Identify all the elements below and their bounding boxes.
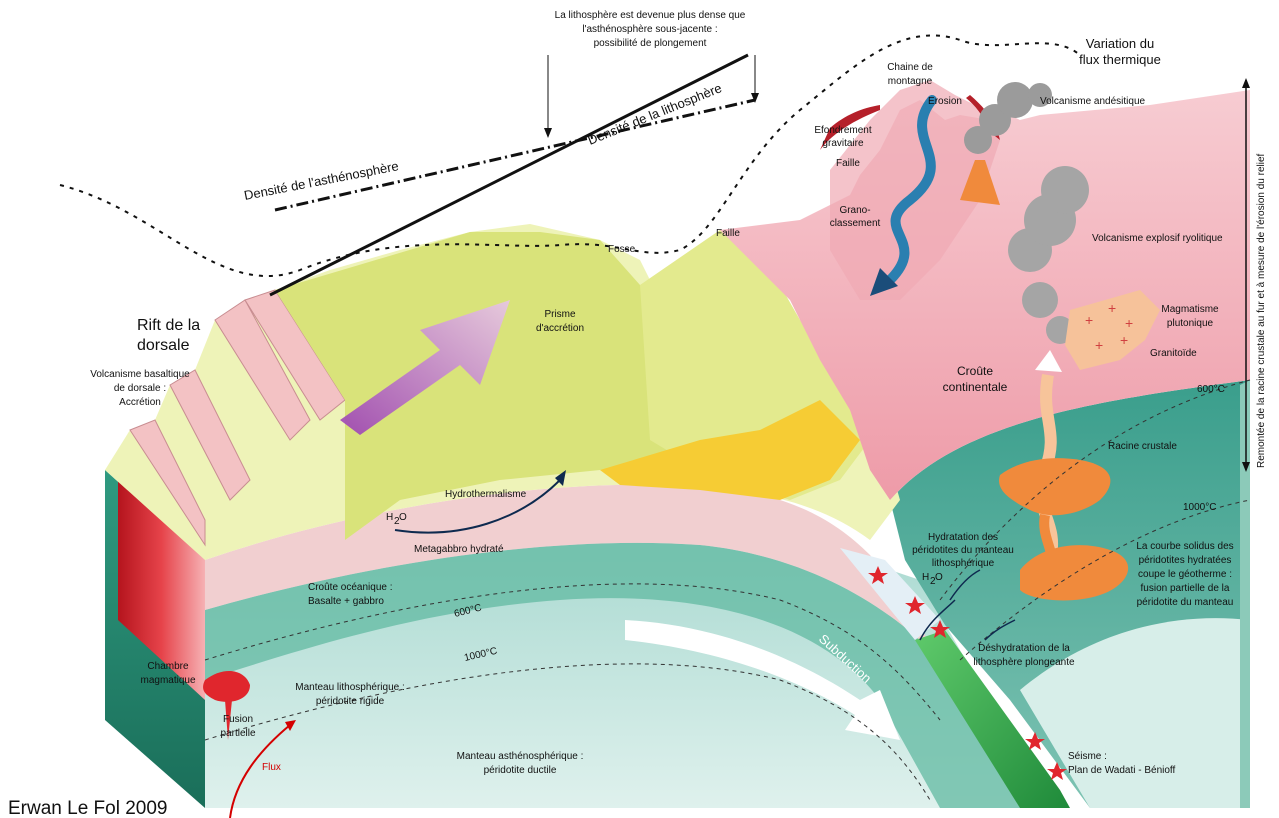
h2o-right-o: O [935,572,943,583]
thermal-flux-line2: flux thermique [1079,52,1161,67]
grain-sorting-line2: classement [830,218,881,229]
erosion-label: Erosion [928,96,962,107]
plutonic-magmatism-line1: Magmatisme [1161,304,1219,315]
rift-line1: Rift de la [137,317,200,334]
thermal-flux-line1: Variation du [1086,36,1154,51]
temp-600-right: 600°C [1197,384,1225,395]
h2o-left-h: H [386,512,393,523]
svg-text:+: + [1085,312,1093,328]
temp-1000-right: 1000°C [1183,502,1216,513]
magma-chamber-line2: magmatique [140,675,195,686]
solidus-line1: La courbe solidus des [1136,541,1233,552]
accretion-prism-line1: Prisme [544,309,576,320]
basaltic-volcanism-line2: de dorsale : [114,383,166,394]
svg-text:+: + [1125,315,1133,331]
basaltic-volcanism-line1: Volcanisme basaltique [90,369,190,380]
seismic-line2: Plan de Wadati - Bénioff [1068,765,1176,776]
granitoid-label: Granitoïde [1150,348,1197,359]
oceanic-crust-line2: Basalte + gabbro [308,596,384,607]
credit-label: Erwan Le Fol 2009 [8,798,168,818]
hydration-line1: Hydratation des [928,532,998,543]
density-lithosphere-label: Densité de la lithosphère [586,80,724,148]
hydration-line2: péridotites du manteau [912,545,1014,556]
metagabbro-label: Metagabbro hydraté [414,544,504,555]
oceanic-crust-line1: Croûte océanique : [308,582,393,593]
continental-crust-line2: continentale [943,380,1008,394]
accretion-prism-line2: d'accrétion [536,323,584,334]
svg-text:+: + [1120,332,1128,348]
hydration-line3: lithosphérique [932,558,995,569]
hydrothermalism-label: Hydrothermalisme [445,489,527,500]
lithosphere-dense-line1: La lithosphère est devenue plus dense qu… [555,10,746,21]
lithospheric-mantle-line1: Manteau lithosphérique : [295,682,405,693]
asthenosphere-density-line [275,100,755,210]
rift-line2: dorsale [137,337,190,354]
asthenospheric-mantle-line2: péridotite ductile [484,765,557,776]
plutonic-magmatism-line2: plutonique [1167,318,1214,329]
trench-label: Fosse [608,244,636,255]
flux-label: Flux [262,762,281,773]
mountain-chain-line2: montagne [888,76,933,87]
lithosphere-dense-line2: l'asthénosphère sous-jacente : [582,24,717,35]
gravitational-collapse-line2: gravitaire [822,138,864,149]
lithosphere-dense-line3: possibilité de plongement [594,38,707,49]
crustal-root-rise-arrow-top [1242,78,1250,88]
h2o-right-h: H [922,572,929,583]
seismic-line1: Séisme : [1068,751,1107,762]
solidus-line5: péridotite du manteau [1137,597,1234,608]
partial-fusion-line2: partielle [220,728,255,739]
solidus-line3: coupe le géotherme : [1138,569,1232,580]
lithospheric-mantle-line2: péridotite rigide [316,696,385,707]
dehydration-line2: lithosphère plongeante [973,657,1075,668]
density-asthenosphere-label: Densité de l'asthénosphère [243,158,400,203]
grain-sorting-line1: Grano- [839,205,870,216]
partial-fusion-line1: Fusion [223,714,253,725]
fault-mountain-label: Faille [836,158,860,169]
block-side-right [1240,380,1250,808]
gravitational-collapse-line1: Efondrement [814,125,871,136]
dehydration-line1: Déshydratation de la [978,643,1070,654]
continental-crust-line1: Croûte [957,364,993,378]
svg-text:+: + [1108,300,1116,316]
fault-trench-label: Faille [716,228,740,239]
crustal-root-label: Racine crustale [1108,441,1177,452]
crustal-root-rise-label: Remontée de la racine crustale au fur et… [1256,153,1267,468]
andesitic-volcanism-label: Volcanisme andésitique [1040,96,1146,107]
svg-text:+: + [1095,337,1103,353]
magma-chamber-line1: Chambre [147,661,189,672]
basaltic-volcanism-line3: Accrétion [119,397,161,408]
explosive-volcanism-label: Volcanisme explosif ryolitique [1092,233,1223,244]
h2o-left-o: O [399,512,407,523]
asthenospheric-mantle-line1: Manteau asthénosphérique : [457,751,584,762]
density-pointer-left-head [544,128,552,138]
solidus-line4: fusion partielle de la [1141,583,1230,594]
mountain-chain-line1: Chaine de [887,62,933,73]
solidus-line2: péridotites hydratées [1139,555,1232,566]
